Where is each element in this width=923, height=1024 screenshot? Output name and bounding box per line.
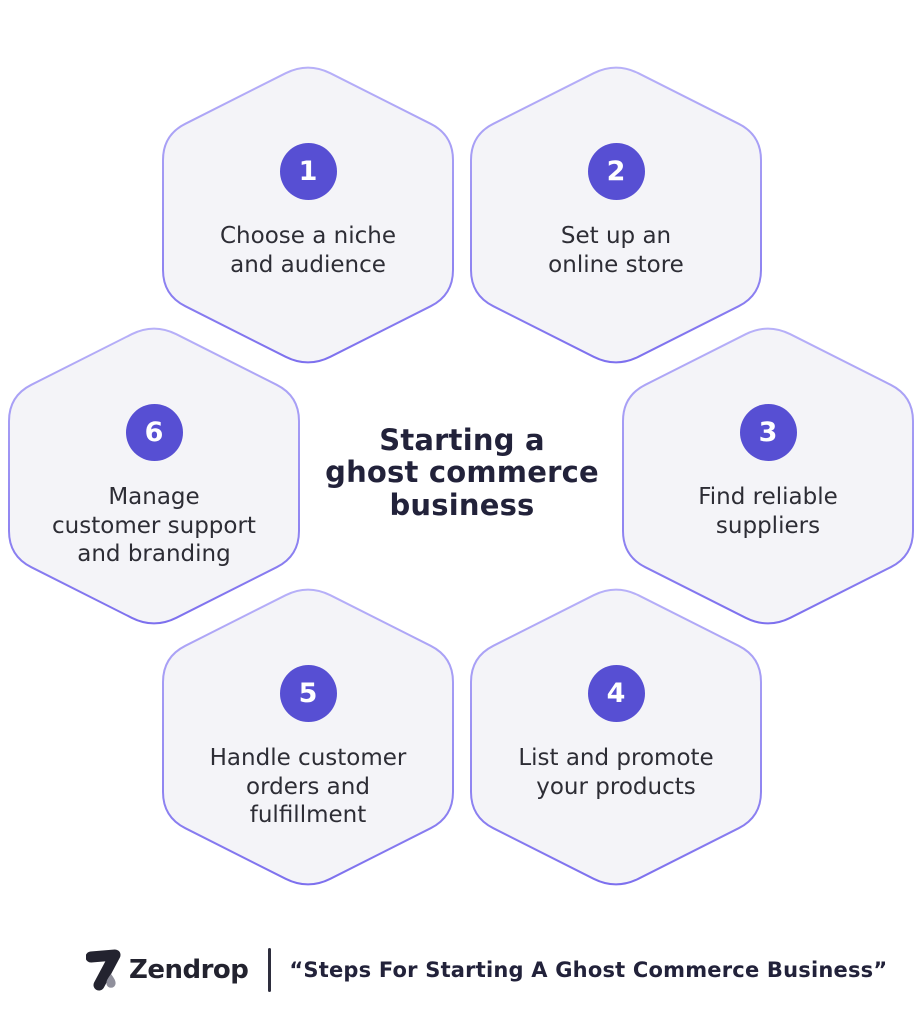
step-label: Set up an online store	[548, 223, 684, 278]
step-number-badge: 5	[279, 665, 337, 722]
step-label: List and promote your products	[518, 745, 714, 800]
step-hexagon-3: 3 Find reliable suppliers	[633, 404, 903, 540]
footer-caption: “Steps For Starting A Ghost Commerce Bus…	[289, 958, 888, 982]
step-hexagon-6: 6 Manage customer support and branding	[19, 404, 289, 569]
step-number-badge: 2	[587, 143, 645, 200]
step-number-badge: 3	[739, 404, 797, 461]
zendrop-logo-icon	[86, 949, 121, 991]
step-hexagon-2: 2 Set up an online store	[481, 143, 751, 279]
step-label: Handle customer orders and fulfillment	[209, 745, 407, 829]
step-number-badge: 1	[279, 143, 337, 200]
step-hexagon-1: 1 Choose a niche and audience	[173, 143, 443, 279]
step-number-badge: 4	[587, 665, 645, 722]
brand-name: Zendrop	[129, 955, 249, 985]
step-label: Find reliable suppliers	[698, 484, 838, 539]
footer: Zendrop “Steps For Starting A Ghost Comm…	[86, 944, 887, 996]
step-hexagon-5: 5 Handle customer orders and fulfillment	[173, 665, 443, 830]
step-label: Manage customer support and branding	[52, 484, 256, 568]
step-hexagon-4: 4 List and promote your products	[481, 665, 751, 801]
diagram-title: Starting a ghost commerce business	[325, 423, 599, 522]
step-number-badge: 6	[125, 404, 183, 461]
step-label: Choose a niche and audience	[220, 223, 396, 278]
footer-divider	[268, 948, 272, 992]
